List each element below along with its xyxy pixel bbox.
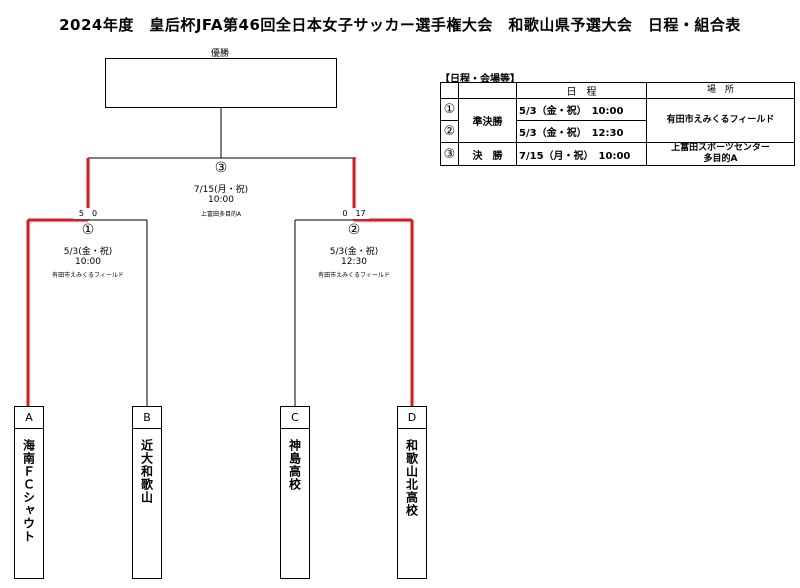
schedule-row-round: 決 勝 <box>458 142 517 166</box>
schedule-row-venue: 有田市えみくるフィールド <box>646 98 795 143</box>
semi-right-venue: 有田市えみくるフィールド <box>318 272 390 279</box>
team-d: D 和歌山北高校 <box>397 406 427 579</box>
semi-left-match-number: ① <box>81 222 95 238</box>
semi-left-time: 10:00 <box>75 257 101 267</box>
team-letter: D <box>397 406 427 429</box>
schedule-row-date: 5/3（金・祝） 12:30 <box>516 120 647 143</box>
schedule-header-row: 日 程 場 所 <box>440 82 795 99</box>
semi-right-score: 0 17 <box>339 208 369 219</box>
col-date-header: 日 程 <box>516 82 647 99</box>
schedule-row-venue: 上富田スポーツセンター 多目的A <box>646 142 795 166</box>
semi-left-score: 5 0 <box>73 208 103 219</box>
schedule-row-date: 7/15（月・祝） 10:00 <box>516 142 647 166</box>
semi-right-date: 5/3(金・祝) <box>329 247 379 257</box>
team-name: 神島高校 <box>280 429 310 579</box>
final-venue: 上富田多目的A <box>200 211 242 218</box>
semi-right-match-number: ② <box>347 222 361 238</box>
schedule-table: 日 程 場 所 ① 準決勝 5/3（金・祝） 10:00 有田市えみくるフィール… <box>440 82 795 166</box>
semi-right-time: 12:30 <box>341 257 367 267</box>
schedule-row-no: ② <box>440 120 459 143</box>
semi-left-date: 5/3(金・祝) <box>63 247 113 257</box>
team-b: B 近大和歌山 <box>132 406 162 579</box>
winner-label: 優勝 <box>210 49 229 59</box>
team-name: 和歌山北高校 <box>397 429 427 579</box>
schedule-row-round: 準決勝 <box>458 98 517 143</box>
schedule-row: ③ 決 勝 7/15（月・祝） 10:00 上富田スポーツセンター 多目的A <box>440 142 795 166</box>
schedule-row: ① 準決勝 5/3（金・祝） 10:00 有田市えみくるフィールド <box>440 98 795 143</box>
team-name: 海南ＦＣシャウト <box>14 429 44 579</box>
schedule-heading: 【日程・会場等】 <box>440 74 520 85</box>
final-match-number: ③ <box>214 160 228 176</box>
schedule-row: ② 5/3（金・祝） 12:30 <box>440 120 795 143</box>
final-time: 10:00 <box>208 195 234 205</box>
venue-line: 多目的A <box>703 154 738 164</box>
semi-left-venue: 有田市えみくるフィールド <box>52 272 124 279</box>
winner-box <box>105 58 337 108</box>
schedule-row-no: ③ <box>440 142 459 166</box>
col-venue-header: 場 所 <box>646 82 795 99</box>
schedule-row-no: ① <box>440 98 459 121</box>
team-c: C 神島高校 <box>280 406 310 579</box>
final-date: 7/15(月・祝) <box>193 185 249 195</box>
team-name: 近大和歌山 <box>132 429 162 579</box>
team-letter: C <box>280 406 310 429</box>
page-title: 2024年度 皇后杯JFA第46回全日本女子サッカー選手権大会 和歌山県予選大会… <box>59 16 741 34</box>
team-letter: A <box>14 406 44 429</box>
venue-line: 上富田スポーツセンター <box>671 143 770 153</box>
schedule-row-date: 5/3（金・祝） 10:00 <box>516 98 647 121</box>
team-a: A 海南ＦＣシャウト <box>14 406 44 579</box>
team-letter: B <box>132 406 162 429</box>
